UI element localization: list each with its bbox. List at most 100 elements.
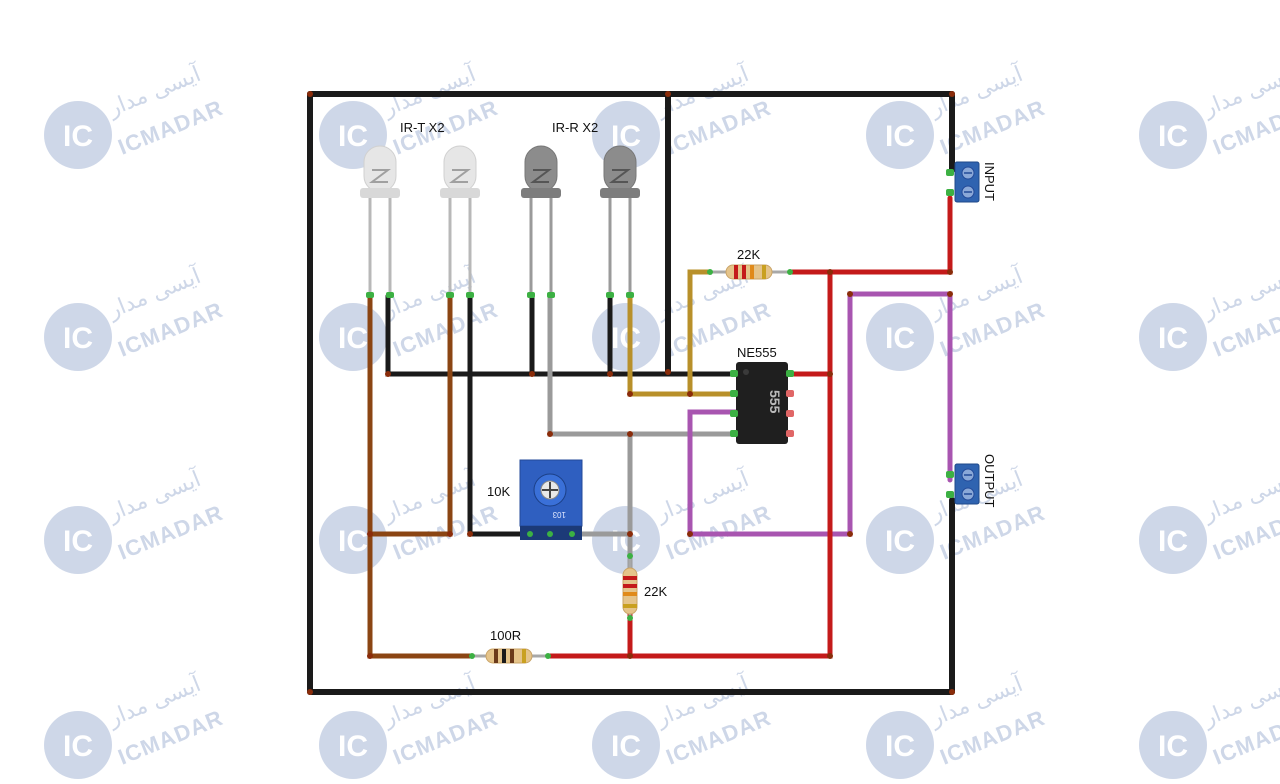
watermark-badge-text: IC — [63, 525, 93, 558]
watermark-badge-text: IC — [1158, 525, 1188, 558]
junction-dot — [367, 531, 373, 537]
watermark-badge-text: IC — [611, 322, 641, 355]
resistor-100r — [469, 648, 551, 664]
wire-junctions — [307, 91, 955, 695]
ir-transmitter-led-1 — [360, 145, 400, 296]
watermark-badge — [1139, 101, 1207, 169]
watermark-badge-text: IC — [885, 322, 915, 355]
ir-receiver-led-1 — [521, 145, 561, 296]
watermark-badge — [866, 506, 934, 574]
watermark-badge — [44, 101, 112, 169]
input-label: INPUT — [982, 162, 997, 201]
ic-name-label: NE555 — [737, 345, 777, 360]
watermark-badge — [1139, 711, 1207, 779]
junction-dot — [687, 531, 693, 537]
ir-receiver-label: IR-R X2 — [552, 120, 598, 135]
junction-dot — [529, 371, 535, 377]
watermark-badge-text: IC — [338, 120, 368, 153]
junction-dot — [847, 531, 853, 537]
watermark-badge-text: IC — [611, 525, 641, 558]
junction-dot — [627, 391, 633, 397]
junction-dot — [827, 653, 833, 659]
potentiometer-label: 10K — [487, 484, 510, 499]
junction-dot — [949, 91, 955, 97]
ir-receiver-led-2 — [600, 145, 640, 296]
ir-transmitter-label: IR-T X2 — [400, 120, 445, 135]
watermark-badge-text: IC — [1158, 322, 1188, 355]
junction-dot — [827, 371, 833, 377]
junction-dot — [627, 653, 633, 659]
watermark-badge-text: IC — [885, 120, 915, 153]
junction-dot — [367, 653, 373, 659]
watermark-badge-text: IC — [63, 322, 93, 355]
watermark-badge — [44, 303, 112, 371]
junction-dot — [307, 689, 313, 695]
resistor-top-label: 22K — [737, 247, 760, 262]
junction-dot — [447, 531, 453, 537]
watermark-badge — [1139, 506, 1207, 574]
potentiometer-10k: 103 — [519, 459, 583, 540]
junction-dot — [467, 531, 473, 537]
resistor-mid-label: 22K — [644, 584, 667, 599]
watermark-badge-text: IC — [611, 730, 641, 763]
watermark-badge — [866, 101, 934, 169]
junction-dot — [607, 371, 613, 377]
resistor-bottom-label: 100R — [490, 628, 521, 643]
watermark-badge-text: IC — [338, 730, 368, 763]
board-outline — [307, 91, 955, 695]
watermark-badge-text: IC — [338, 525, 368, 558]
watermark-badge — [866, 303, 934, 371]
watermark-badge-text: IC — [63, 730, 93, 763]
junction-dot — [665, 91, 671, 97]
resistor-22k-mid — [622, 553, 638, 621]
watermark-badge-text: IC — [885, 525, 915, 558]
watermark-badge — [592, 506, 660, 574]
watermark-badge-text: IC — [63, 120, 93, 153]
junction-dot — [687, 391, 693, 397]
potentiometer-code: 103 — [552, 510, 566, 519]
watermark-badge — [866, 711, 934, 779]
junction-dot — [947, 291, 953, 297]
input-terminal-block — [946, 161, 980, 203]
junction-dot — [847, 291, 853, 297]
watermark-badge — [1139, 303, 1207, 371]
led-pin-markers — [366, 292, 634, 298]
watermark-badge-text: IC — [338, 322, 368, 355]
junction-dot — [385, 371, 391, 377]
junction-dot — [627, 531, 633, 537]
watermark-badge-text: IC — [1158, 730, 1188, 763]
watermark-badge — [592, 711, 660, 779]
junction-dot — [547, 431, 553, 437]
watermark-badge — [319, 711, 387, 779]
resistor-22k-top — [707, 264, 793, 280]
watermark-badge — [44, 711, 112, 779]
output-terminal-block — [946, 463, 980, 505]
junction-dot — [949, 689, 955, 695]
junction-dot — [627, 431, 633, 437]
ir-transmitter-led-2 — [440, 145, 480, 296]
ne555-chip: 555 — [730, 362, 794, 444]
junction-dot — [665, 369, 671, 375]
output-label: OUTPUT — [982, 454, 997, 508]
junction-dot — [307, 91, 313, 97]
ic-marking: 555 — [767, 390, 783, 414]
junction-dot — [947, 269, 953, 275]
